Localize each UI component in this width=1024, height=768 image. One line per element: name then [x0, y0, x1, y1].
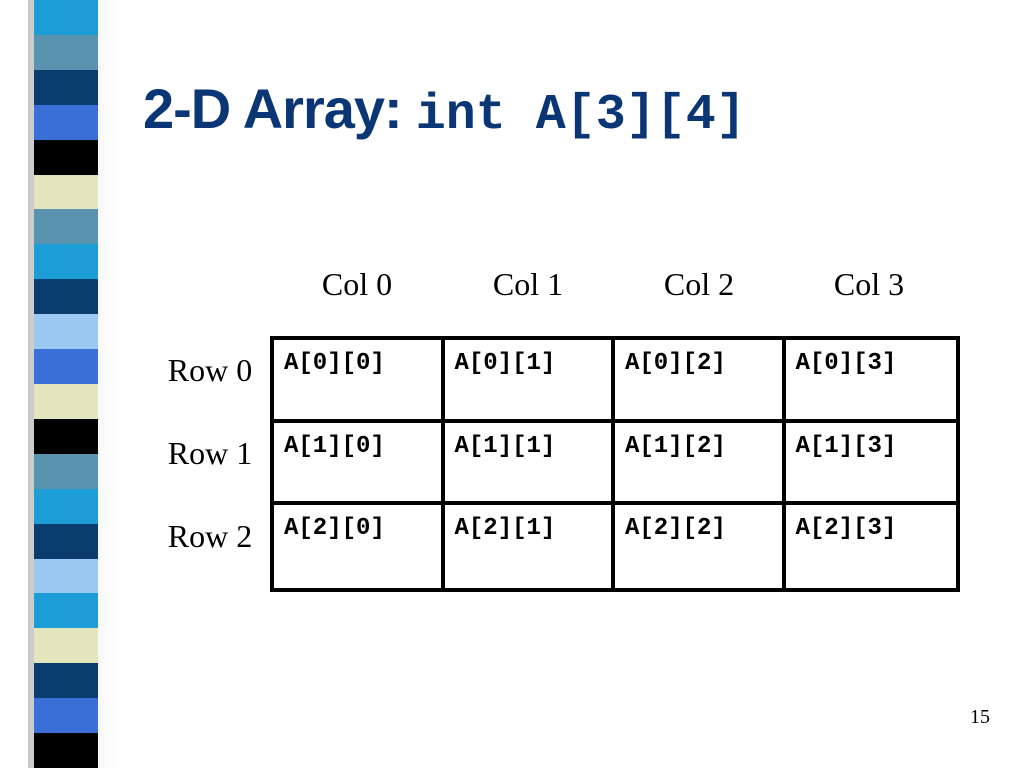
stripe-segment: [34, 383, 98, 419]
array-cell-2-3: A[2][3]: [795, 515, 897, 543]
stripe-segment: [34, 558, 98, 594]
page-number: 15: [970, 706, 990, 728]
array-cell-2-1: A[2][1]: [445, 505, 615, 588]
stripe-segment: [34, 733, 98, 768]
stripe-segment: [34, 453, 98, 489]
title-code: int A[3][4]: [415, 87, 746, 144]
array-cell-0-0: A[0][0]: [274, 340, 445, 423]
stripe-segment: [34, 314, 98, 350]
stripe-segment: [34, 139, 98, 175]
stripe-segment: [34, 34, 98, 70]
slide-title: 2-D Array: int A[3][4]: [143, 76, 746, 144]
stripe-segment: [34, 69, 98, 105]
array-cell-1-2: A[1][2]: [615, 422, 786, 506]
stripe-segment: [34, 174, 98, 210]
row-header-2: Row 2: [167, 518, 253, 554]
array-cell-0-1: A[0][1]: [444, 340, 615, 423]
array-cell-2-2: A[2][2]: [615, 505, 786, 588]
array-cell-1-3: A[1][3]: [785, 423, 956, 506]
array-cell-0-2: A[0][2]: [615, 340, 786, 423]
array-cell-1-1: A[1][1]: [444, 422, 615, 506]
array-cell-2-0: A[2][0]: [274, 505, 445, 588]
column-header-2: Col 2: [663, 266, 735, 302]
stripe-segment: [34, 209, 98, 245]
stripe-segment: [34, 523, 98, 559]
column-header-1: Col 1: [492, 266, 564, 302]
stripe-segment: [34, 279, 98, 315]
row-header-0: Row 0: [167, 352, 253, 388]
row-header-1: Row 1: [167, 435, 253, 471]
stripe-segment: [34, 104, 98, 140]
stripe-segment: [34, 628, 98, 664]
stripe-segment: [34, 663, 98, 699]
array-grid: A[0][0] A[0][1] A[0][2] A[0][3] A[1][0] …: [270, 336, 960, 592]
column-header-0: Col 0: [321, 266, 393, 302]
stripe-segment: [34, 244, 98, 280]
decorative-stripe: [34, 0, 98, 768]
stripe-segment: [34, 349, 98, 384]
stripe-segment: [34, 0, 98, 35]
title-prefix: 2-D Array:: [143, 77, 403, 140]
stripe-segment: [34, 418, 98, 454]
array-cell-1-0: A[1][0]: [274, 422, 445, 506]
array-cell-0-3: A[0][3]: [785, 340, 956, 423]
stripe-segment: [34, 593, 98, 629]
column-header-3: Col 3: [833, 266, 905, 302]
stripe-segment: [34, 488, 98, 524]
stripe-segment: [34, 698, 98, 734]
